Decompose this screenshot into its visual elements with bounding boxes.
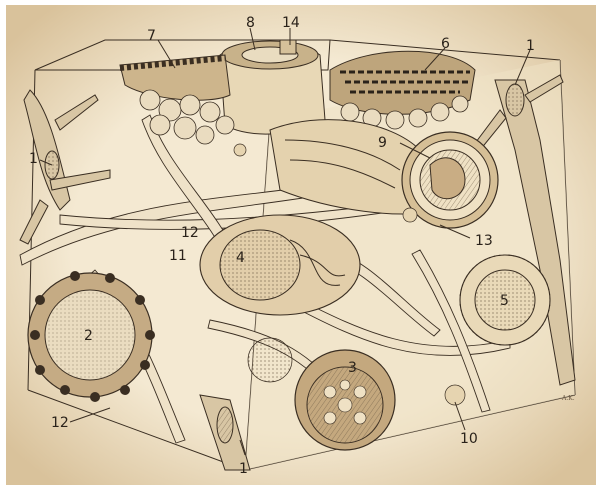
label-2: 2 xyxy=(84,328,93,344)
label-10: 10 xyxy=(460,431,478,447)
label-1-top-right: 1 xyxy=(526,38,535,54)
label-12-lower: 12 xyxy=(51,415,69,431)
label-6: 6 xyxy=(441,36,450,52)
label-14: 14 xyxy=(282,15,300,31)
label-3: 3 xyxy=(348,360,357,376)
label-9: 9 xyxy=(378,135,387,151)
structure-4 xyxy=(200,215,360,315)
label-4: 4 xyxy=(236,250,245,266)
label-1-left: 1 xyxy=(29,151,38,167)
label-12-upper: 12 xyxy=(181,225,199,241)
label-1-bottom: 1 xyxy=(239,461,248,477)
label-11: 11 xyxy=(169,248,187,264)
label-8: 8 xyxy=(246,15,255,31)
nerve-bundle-3 xyxy=(295,350,395,450)
artist-signature: A.K. xyxy=(561,395,575,402)
label-5: 5 xyxy=(500,293,509,309)
label-13: 13 xyxy=(475,233,493,249)
label-7: 7 xyxy=(147,28,156,44)
